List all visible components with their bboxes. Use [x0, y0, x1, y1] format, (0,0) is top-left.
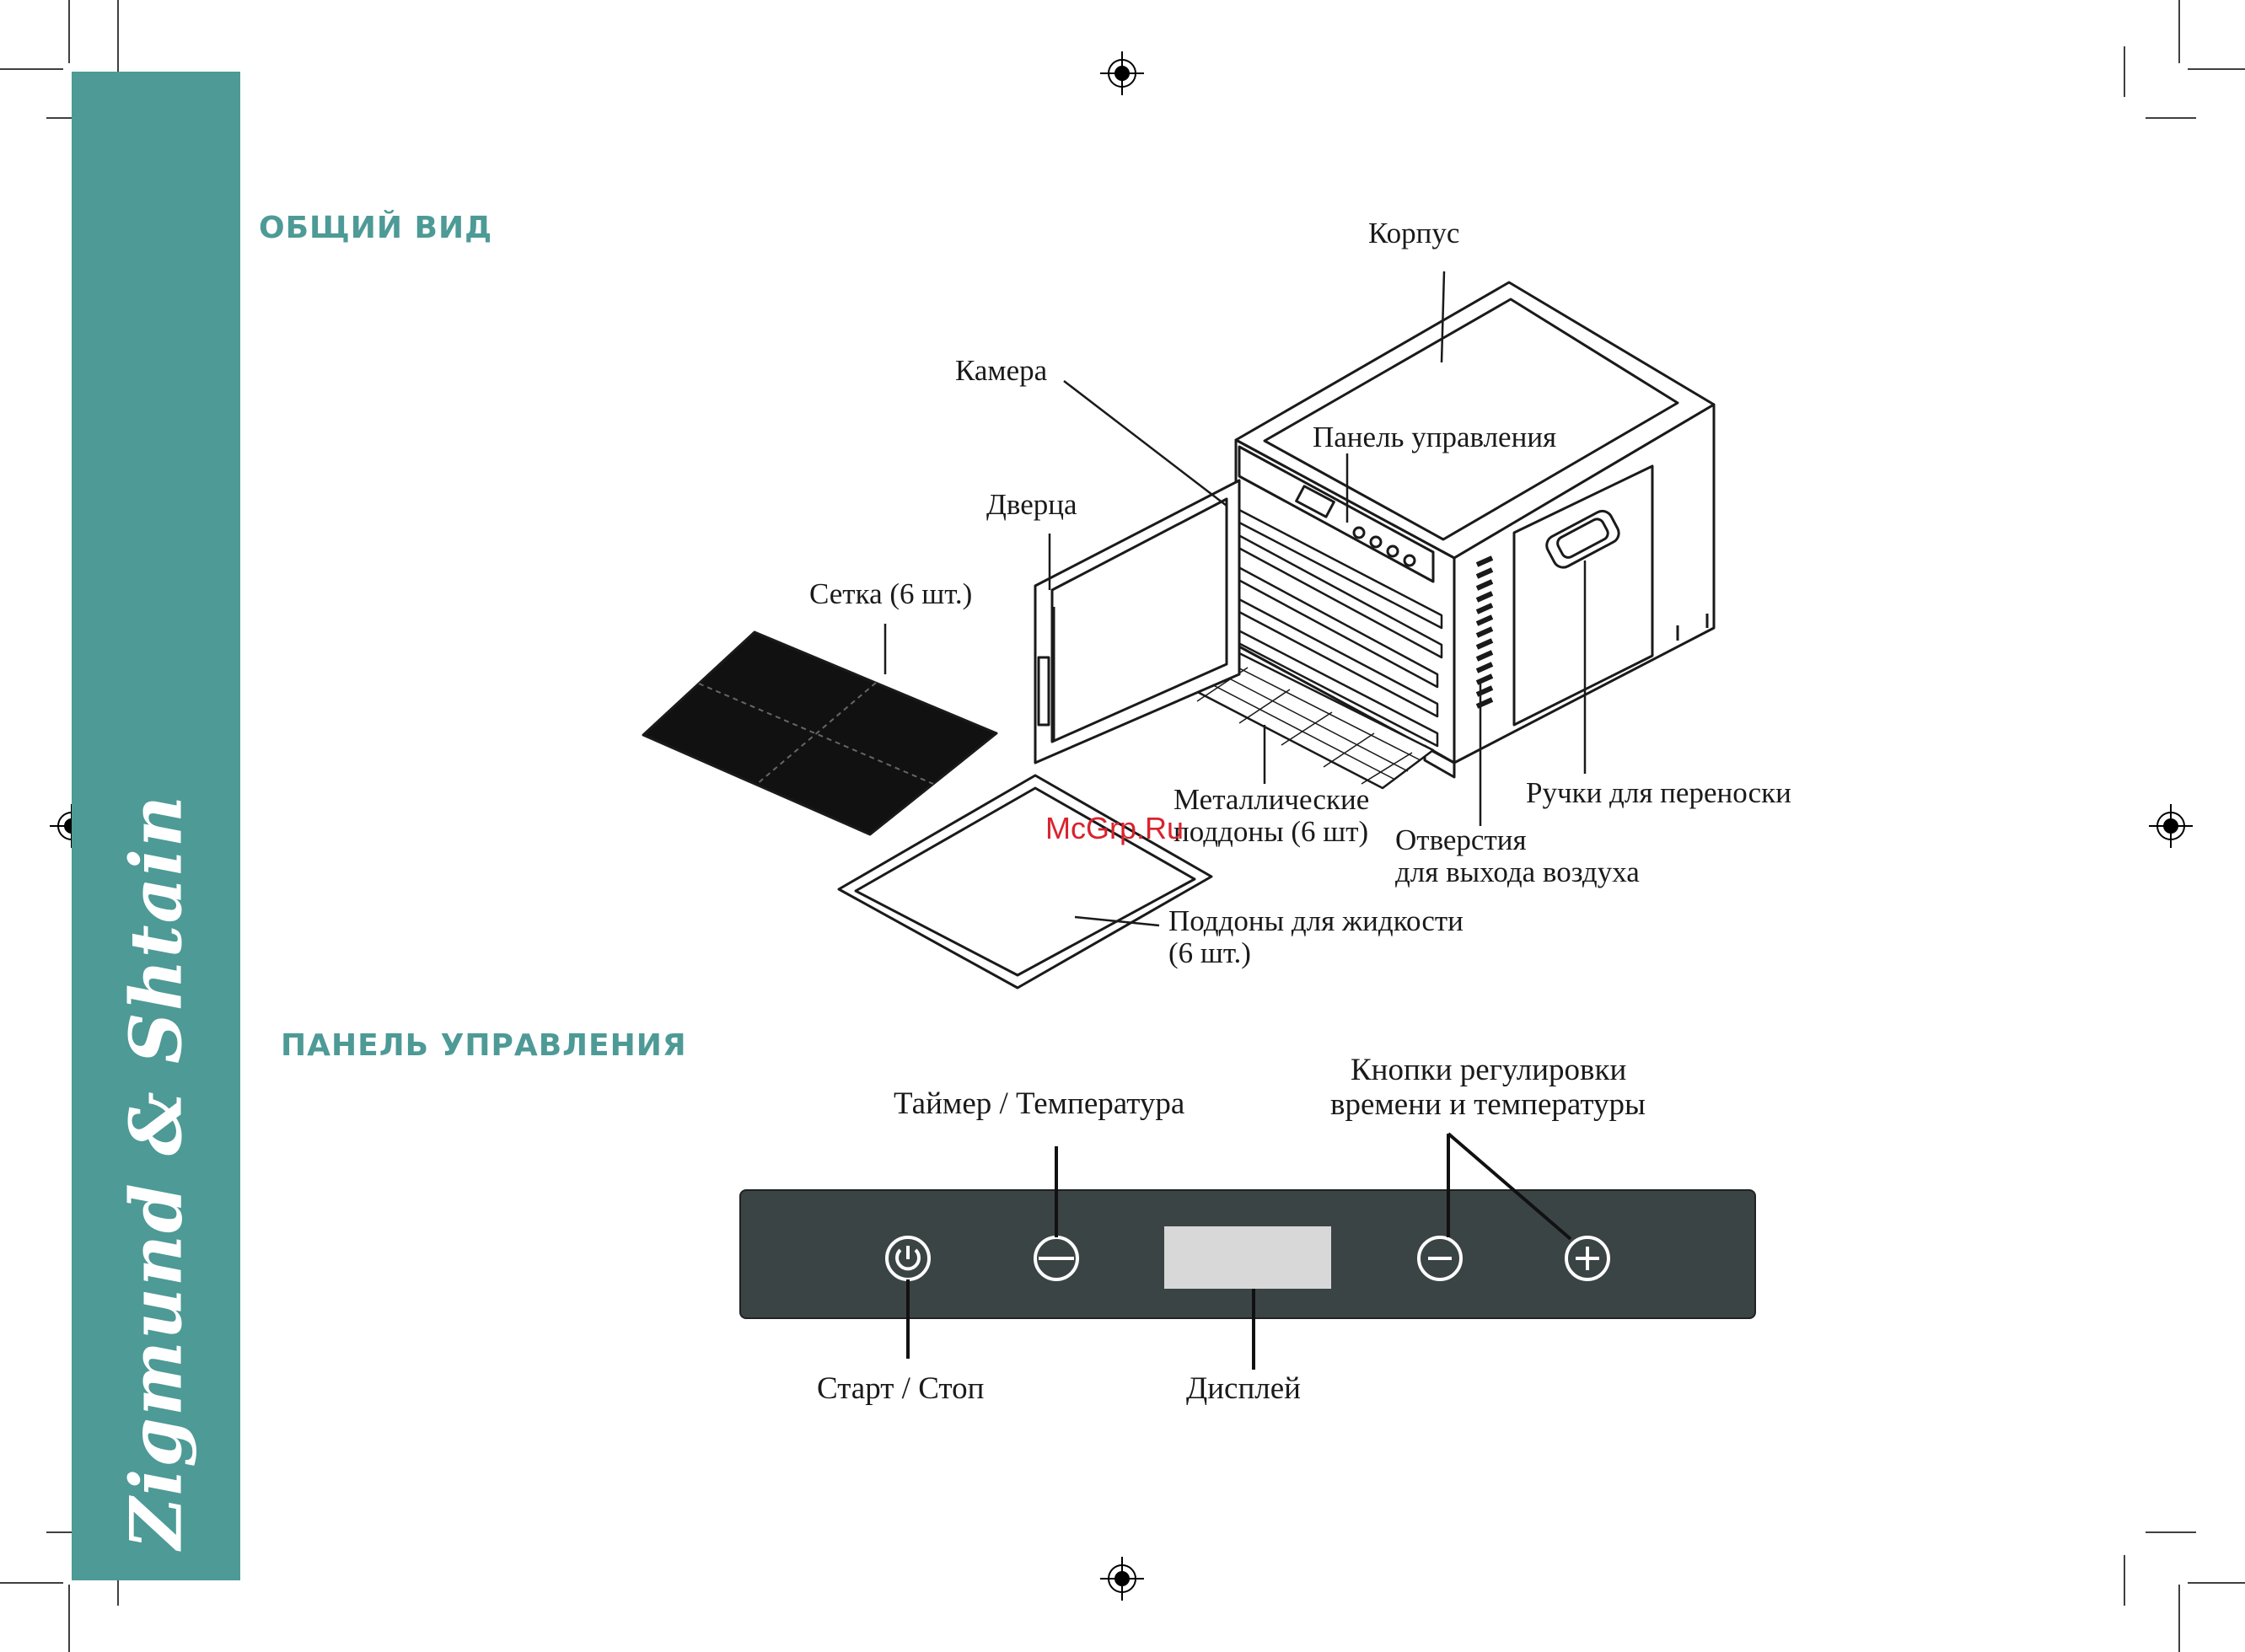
display-screen	[1164, 1226, 1331, 1289]
label-start-stop: Старт / Стоп	[817, 1372, 984, 1406]
label-display: Дисплей	[1186, 1372, 1301, 1406]
label-adjust-line1: Кнопки регулировки	[1351, 1054, 1626, 1087]
label-adjust-line2: времени и температуры	[1330, 1088, 1646, 1122]
label-timer-temp: Таймер / Температура	[894, 1087, 1184, 1121]
